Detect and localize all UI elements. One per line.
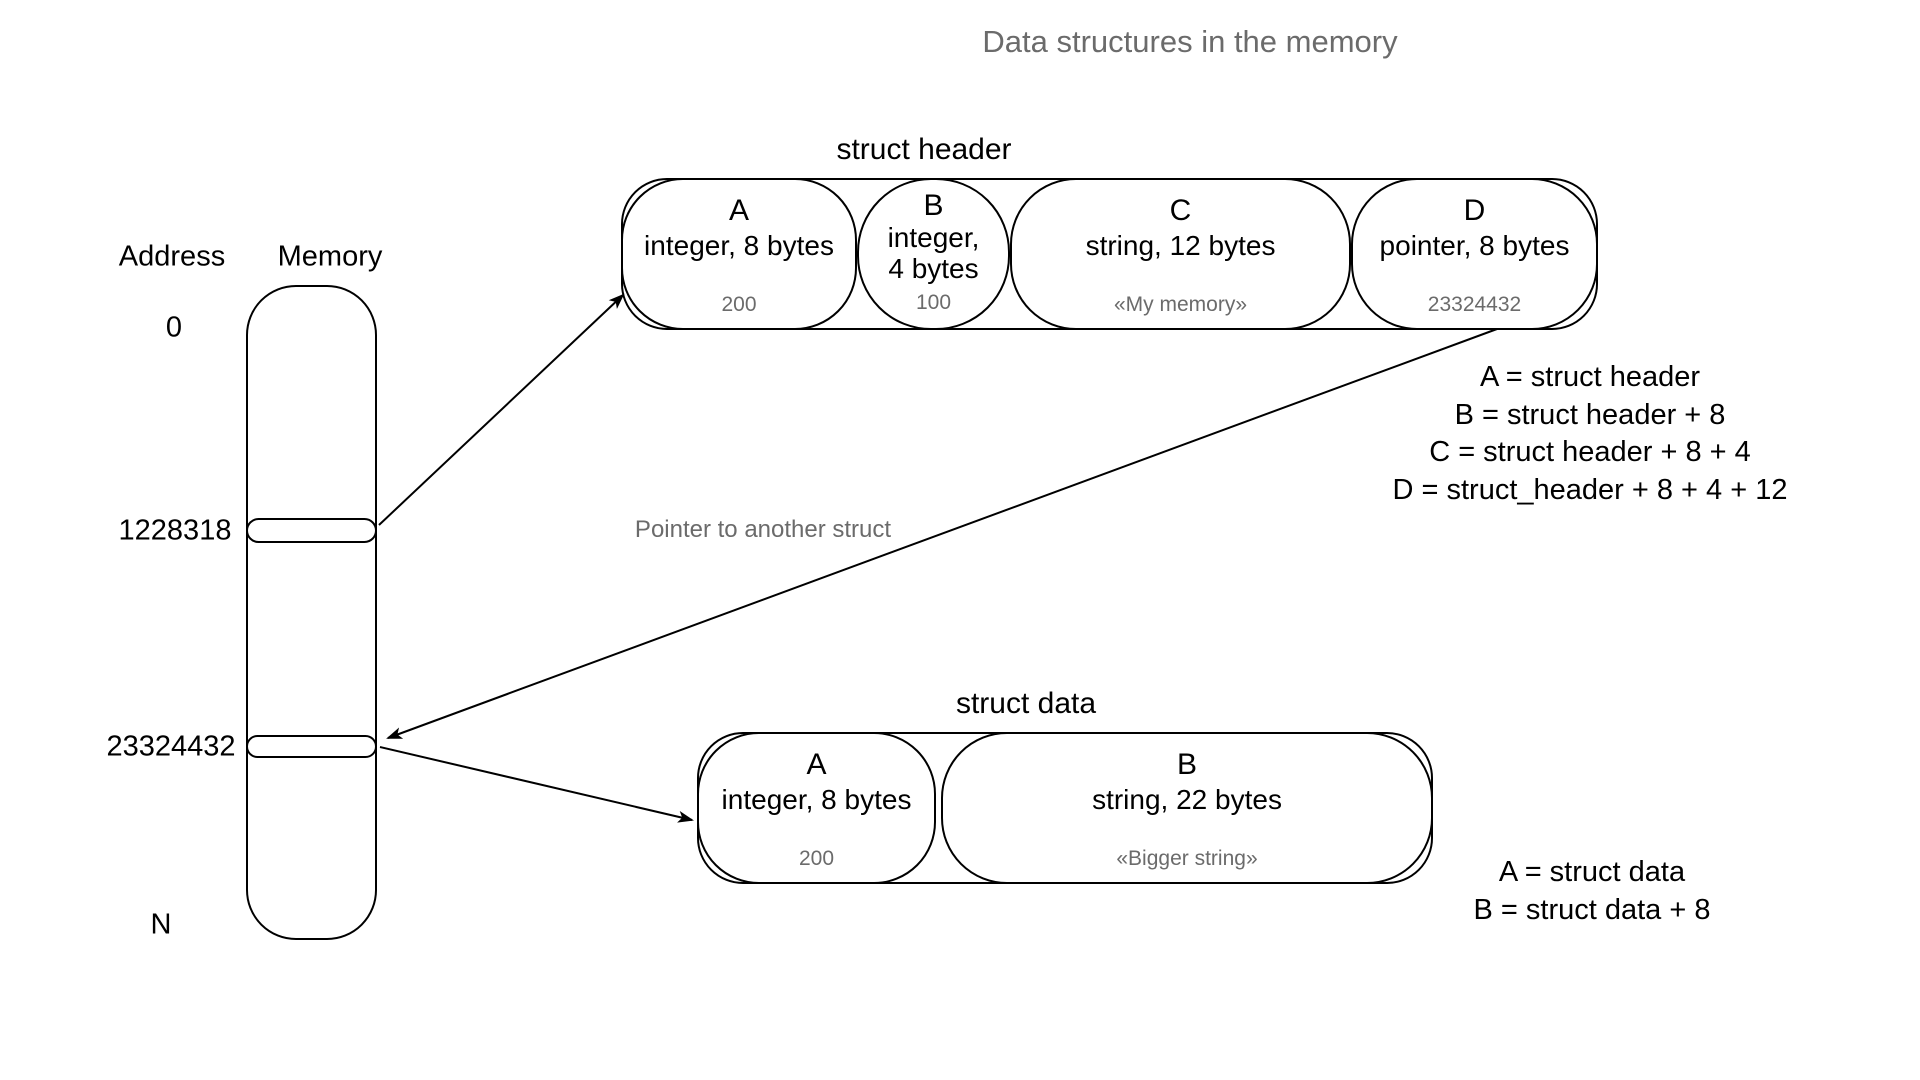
offset-line: D = struct_header + 8 + 4 + 12 bbox=[1392, 473, 1788, 506]
address-label-0: 0 bbox=[165, 311, 183, 344]
memory-slot-23324432 bbox=[246, 735, 377, 758]
offset-line: A = struct data bbox=[1498, 856, 1686, 888]
offset-line: B = struct header + 8 bbox=[1454, 398, 1726, 431]
struct-data-offsets: A = struct data B = struct data + 8 bbox=[1397, 854, 1787, 929]
field-letter: B bbox=[1176, 748, 1197, 781]
diagram-title: Data structures in the memory bbox=[982, 24, 1398, 59]
field-value: 100 bbox=[915, 291, 952, 314]
struct-header-label: struct header bbox=[836, 133, 1012, 166]
address-label-n: N bbox=[150, 908, 172, 941]
offset-line: A = struct header bbox=[1479, 361, 1701, 393]
field-desc: string, 22 bytes bbox=[1092, 784, 1282, 815]
field-desc: integer, 8 bytes bbox=[721, 784, 912, 815]
field-letter: C bbox=[1169, 194, 1192, 227]
field-desc: integer, 4 bytes bbox=[887, 222, 980, 284]
field-letter: A bbox=[728, 194, 749, 227]
field-desc: string, 12 bytes bbox=[1085, 230, 1276, 261]
memory-column-label: Memory bbox=[277, 240, 383, 273]
struct-data-label: struct data bbox=[955, 687, 1097, 720]
field-desc: integer, 8 bytes bbox=[644, 230, 834, 261]
arrow-pointer-to-memory bbox=[386, 328, 1498, 739]
struct-header-field-b: B integer, 4 bytes 100 bbox=[857, 178, 1010, 330]
address-label-23324432: 23324432 bbox=[106, 730, 236, 763]
field-value: 200 bbox=[721, 293, 757, 316]
struct-data-field-b: B string, 22 bytes «Bigger string» bbox=[941, 732, 1433, 884]
field-value: 23324432 bbox=[1427, 293, 1522, 316]
struct-header-offsets: A = struct header B = struct header + 8 … bbox=[1355, 359, 1825, 509]
struct-data-field-a: A integer, 8 bytes 200 bbox=[697, 732, 936, 884]
field-value: «Bigger string» bbox=[1116, 847, 1258, 870]
offset-line: B = struct data + 8 bbox=[1473, 893, 1711, 926]
field-letter: D bbox=[1463, 194, 1486, 227]
address-column-label: Address bbox=[118, 240, 226, 273]
arrow-memory-to-struct-header bbox=[378, 293, 625, 526]
struct-header-field-d: D pointer, 8 bytes 23324432 bbox=[1351, 178, 1598, 330]
memory-column bbox=[246, 285, 377, 940]
address-label-1228318: 1228318 bbox=[118, 514, 232, 547]
field-letter: A bbox=[806, 748, 827, 781]
arrow-memory-to-struct-data bbox=[379, 746, 694, 823]
struct-header-field-a: A integer, 8 bytes 200 bbox=[621, 178, 857, 330]
field-value: «My memory» bbox=[1113, 293, 1248, 316]
memory-slot-1228318 bbox=[246, 518, 377, 543]
pointer-note: Pointer to another struct bbox=[634, 516, 892, 543]
offset-line: C = struct header + 8 + 4 bbox=[1429, 436, 1751, 468]
field-value: 200 bbox=[798, 847, 835, 870]
field-letter: B bbox=[923, 189, 944, 222]
field-desc: pointer, 8 bytes bbox=[1379, 230, 1570, 261]
struct-header-field-c: C string, 12 bytes «My memory» bbox=[1010, 178, 1351, 330]
